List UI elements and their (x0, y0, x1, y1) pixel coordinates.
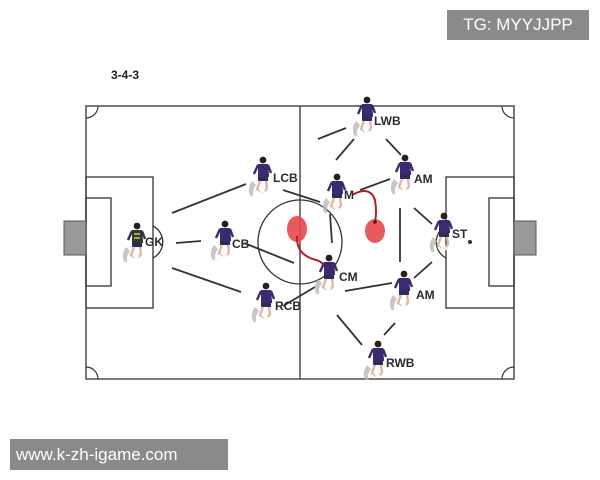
left-penalty-arc (152, 225, 164, 259)
player-lcb (248, 155, 273, 198)
right-goal (513, 220, 537, 256)
player-cm (314, 253, 339, 296)
player-lwb (352, 95, 377, 138)
player-rcb (251, 281, 276, 324)
player-am-bottom (389, 269, 414, 312)
player-label: CM (339, 270, 358, 284)
left-goal (63, 220, 87, 256)
movement-run (351, 190, 377, 223)
player-label: AM (414, 172, 433, 186)
player-label: RWB (386, 356, 415, 370)
formation-title: 3-4-3 (111, 68, 140, 82)
player-label: M (344, 188, 354, 202)
player-label: CB (232, 237, 250, 251)
player-label: LCB (273, 171, 298, 185)
site-watermark: www.k-zh-igame.com (10, 439, 228, 470)
run-end-marker (373, 220, 377, 224)
player-gk (122, 221, 147, 264)
right-penalty-area (445, 176, 515, 309)
player-cb (210, 219, 235, 262)
player-label: LWB (374, 114, 401, 128)
player-label: AM (416, 288, 435, 302)
player-label: ST (452, 227, 468, 241)
player-st (429, 211, 454, 254)
corner-arc (501, 105, 515, 119)
player-rwb (363, 339, 388, 382)
corner-arc (85, 366, 99, 380)
player-am-top (390, 153, 415, 196)
pressing-zone (365, 219, 385, 243)
right-goal-area (488, 197, 515, 287)
player-label: GK (145, 235, 163, 249)
right-penalty-spot (468, 240, 472, 244)
pressing-zone (287, 216, 307, 242)
left-goal-area (85, 197, 112, 287)
corner-arc (85, 105, 99, 119)
player-label: RCB (275, 299, 301, 313)
center-circle (257, 199, 343, 285)
passing-lines (171, 127, 433, 346)
player-dm (322, 172, 347, 215)
channel-badge: TG: MYYJJPP (447, 10, 589, 40)
corner-arc (501, 366, 515, 380)
